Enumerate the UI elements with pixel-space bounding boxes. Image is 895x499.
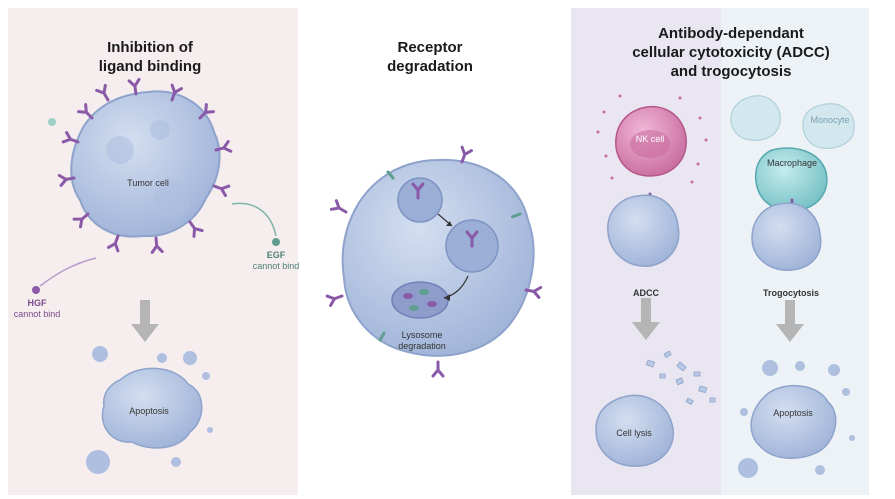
label-apoptosis-left: Apoptosis <box>129 406 169 416</box>
hgf-molecule <box>32 286 40 294</box>
free-ligand-dot <box>48 118 56 126</box>
down-arrow-trogocytosis <box>776 300 804 342</box>
title-adcc-trogocytosis: Antibody-dependant cellular cytotoxicity… <box>632 25 830 80</box>
label-monocyte: Monocyte <box>810 115 850 125</box>
target-cell-adcc <box>607 194 680 267</box>
cell-lysis-fragments <box>645 350 716 406</box>
apoptosis-cluster-left <box>86 346 213 474</box>
label-hgf: HGF <box>27 298 47 308</box>
title-receptor-degradation: Receptor degradation <box>387 39 473 75</box>
egf-arrow <box>231 202 277 237</box>
label-macrophage: Macrophage <box>766 158 818 168</box>
hgf-arrow <box>39 257 97 287</box>
label-egf: EGF <box>266 250 286 260</box>
label-apoptosis-right: Apoptosis <box>773 408 813 418</box>
label-adcc: ADCC <box>633 288 659 298</box>
label-trogocytosis: Trogocytosis <box>762 288 819 298</box>
nk-cell <box>615 105 687 177</box>
monocyte-right <box>802 103 855 149</box>
nk-granules <box>596 94 708 184</box>
label-cell-lysis: Cell lysis <box>616 428 652 438</box>
lysosome <box>391 281 449 319</box>
apoptosis-cluster-right <box>738 360 855 478</box>
tumor-cell-left <box>70 90 221 238</box>
label-nk-cell: NK cell <box>635 134 665 144</box>
egf-molecule <box>272 238 280 246</box>
label-lysosome-degradation: Lysosome degradation <box>398 330 446 351</box>
label-tumor-cell: Tumor cell <box>127 178 169 188</box>
tumor-cell-middle <box>325 145 543 378</box>
down-arrow-adcc <box>632 298 660 340</box>
monocyte-left <box>730 95 781 141</box>
title-ligand-inhibition: Inhibition of ligand binding <box>98 39 202 75</box>
label-hgf-note: cannot bind <box>13 309 61 319</box>
lysed-cell <box>595 394 674 467</box>
endosome-1 <box>397 177 443 223</box>
label-egf-note: cannot bind <box>252 261 300 271</box>
down-arrow-left <box>131 300 159 342</box>
target-cell-trogocytosis <box>751 202 822 271</box>
